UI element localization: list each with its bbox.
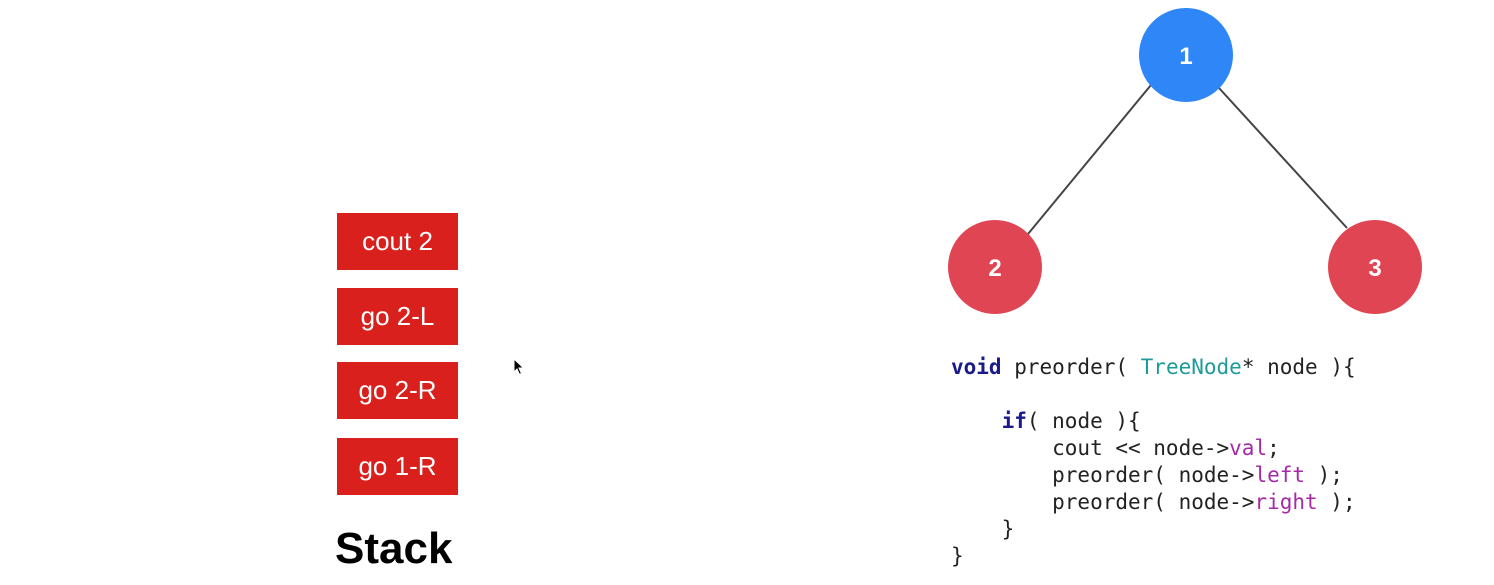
code-token: preorder( node-> — [951, 490, 1255, 514]
tree-node-3-label: 3 — [1368, 255, 1381, 282]
tree-node-1: 1 — [1139, 8, 1233, 102]
stack-item-go-1-r: go 1-R — [337, 438, 458, 495]
tree-node-2-label: 2 — [988, 255, 1001, 282]
code-token: * node ){ — [1241, 355, 1356, 379]
code-token: ( node ){ — [1026, 409, 1141, 433]
tree-node-1-label: 1 — [1179, 43, 1192, 70]
code-token: val — [1229, 436, 1268, 460]
code-line: void preorder( TreeNode* node ){ — [951, 355, 1356, 379]
code-line: cout << node->val; — [951, 436, 1280, 460]
code-token: ; — [1267, 436, 1280, 460]
code-token: } — [951, 544, 964, 568]
stack-item-go-2-r: go 2-R — [337, 362, 458, 419]
code-token: ); — [1305, 463, 1343, 487]
code-line: if( node ){ — [951, 409, 1141, 433]
code-token: left — [1254, 463, 1306, 487]
preorder-code-block: void preorder( TreeNode* node ){ if( nod… — [951, 354, 1356, 570]
code-token: preorder( node-> — [951, 463, 1255, 487]
code-token — [951, 409, 1002, 433]
tree-edge-1-3 — [1218, 87, 1348, 229]
code-token: right — [1254, 490, 1318, 514]
mouse-pointer-icon — [513, 358, 525, 376]
code-token: } — [951, 517, 1015, 541]
tree-node-2: 2 — [948, 220, 1042, 314]
binary-tree: 1 2 3 — [948, 8, 1422, 314]
code-line: } — [951, 544, 964, 568]
code-line: preorder( node->right ); — [951, 490, 1356, 514]
code-token: if — [1001, 409, 1027, 433]
stack-item-cout-2: cout 2 — [337, 213, 458, 270]
code-line: } — [951, 517, 1015, 541]
code-token: cout << node-> — [951, 436, 1230, 460]
tree-node-3: 3 — [1328, 220, 1422, 314]
stack-title: Stack — [335, 524, 453, 573]
code-token: preorder( — [1001, 355, 1141, 379]
code-token: ); — [1317, 490, 1356, 514]
code-line: preorder( node->left ); — [951, 463, 1343, 487]
stack-item-go-2-l: go 2-L — [337, 288, 458, 345]
tree-edge-1-2 — [1027, 84, 1152, 235]
code-token: TreeNode — [1140, 355, 1242, 379]
code-token: void — [951, 355, 1002, 379]
